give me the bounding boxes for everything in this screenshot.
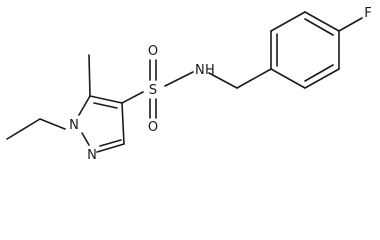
bond-ph-c5-c6-inner — [304, 64, 334, 82]
bond-ph-c3-c4 — [304, 11, 340, 32]
bond-n2-c3-inner — [99, 139, 122, 147]
bond-ethyl-ch2-n1 — [39, 118, 66, 130]
atom-label-pyrazole-n1: N — [69, 118, 79, 133]
atom-label-sulfur: S — [149, 83, 157, 98]
bond-ch2-phenyl — [236, 68, 272, 89]
atom-label-oxygen-top: O — [148, 44, 158, 59]
bond-ph-c3-c4-inner — [304, 18, 334, 36]
atom-label-group: F S O O N H N N — [69, 6, 372, 163]
bond-n1-c5 — [78, 95, 91, 116]
bond-c3-c4 — [121, 102, 125, 145]
atom-label-sulfonamide-hydrogen: H — [205, 63, 215, 78]
molecule-structure: F S O O N H N N — [6, 6, 372, 163]
bond-ph-c6-c1 — [270, 68, 306, 89]
atom-label-oxygen-bottom: O — [148, 120, 158, 135]
atom-label-fluorine: F — [364, 6, 371, 21]
bond-c4-c5 — [89, 95, 123, 104]
bond-nitrogen-ch2 — [208, 72, 238, 89]
molecule-canvas: F S O O N H N N — [6, 6, 372, 163]
bond-c5-methyl — [88, 54, 91, 97]
bond-n1-n2 — [81, 132, 90, 146]
bond-ethyl-ch3-ch2 — [6, 118, 41, 140]
atom-label-sulfonamide-nitrogen: N — [195, 63, 205, 78]
bond-c4-c5-inner — [93, 102, 118, 109]
bond-ph-c5-c6 — [304, 68, 340, 89]
bond-ph-c2-c3 — [270, 11, 306, 32]
bond-group — [6, 11, 363, 153]
bond-n2-c3 — [96, 143, 125, 153]
bond-sulfur-nitrogen — [164, 71, 194, 87]
bond-phenyl-fluorine — [338, 17, 363, 32]
bond-c4-sulfur — [121, 91, 144, 104]
atom-label-pyrazole-n2: N — [87, 148, 97, 163]
